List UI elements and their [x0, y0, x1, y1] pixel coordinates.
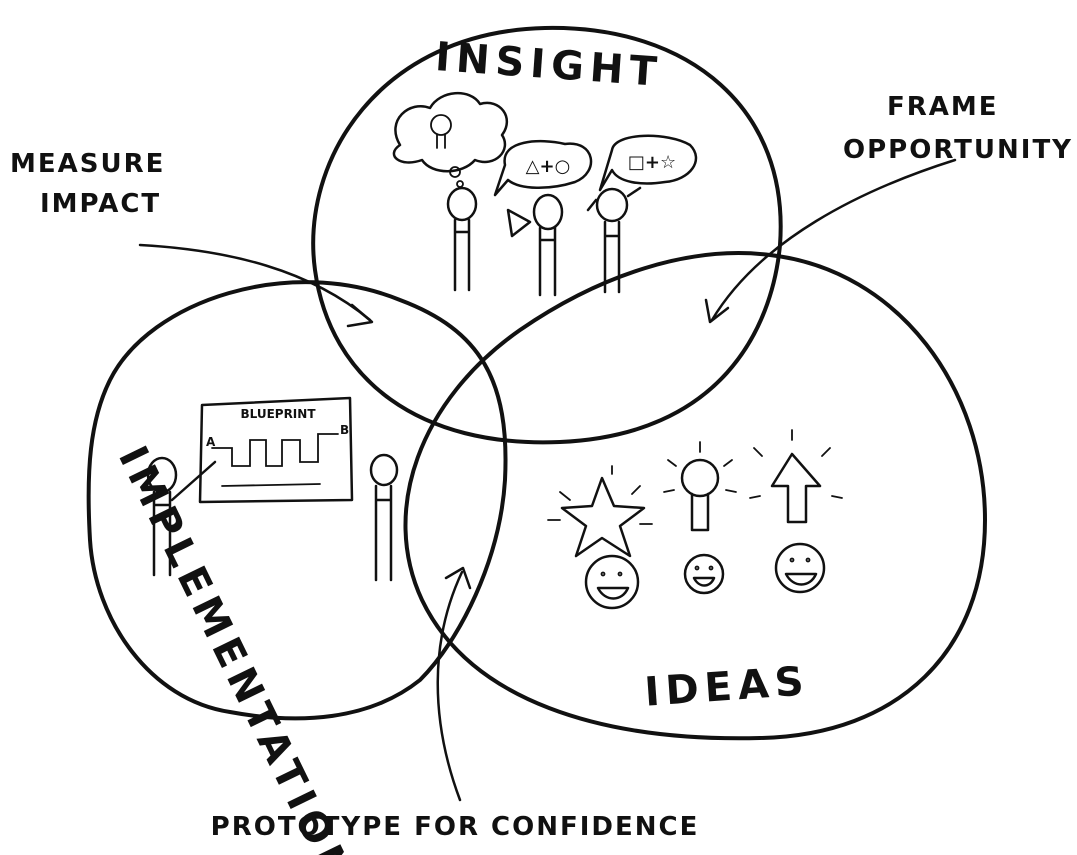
- frame-opportunity-annotation: FRAME OPPORTUNITY: [843, 92, 1073, 165]
- svg-text:□+☆: □+☆: [628, 152, 676, 173]
- person-thinking-icon: [446, 186, 478, 292]
- smiley-face-left-icon: [584, 554, 640, 610]
- svg-text:A: A: [206, 435, 216, 449]
- svg-text:MEASURE: MEASURE: [10, 149, 165, 179]
- svg-text:B: B: [340, 423, 349, 437]
- star-idea-icon: [547, 465, 653, 558]
- person-speaking-icon: [506, 193, 564, 297]
- implementation-circle: [86, 280, 508, 721]
- measure-impact-annotation: MEASURE IMPACT: [10, 149, 165, 219]
- svg-text:BLUEPRINT: BLUEPRINT: [240, 407, 316, 421]
- svg-text:IMPACT: IMPACT: [40, 189, 161, 219]
- smiley-face-right-icon: [774, 542, 826, 594]
- insight-label: INSIGHT: [434, 34, 664, 96]
- presenter-person-icon: [146, 456, 217, 577]
- person-listening-icon: [586, 186, 642, 294]
- svg-text:△+○: △+○: [526, 156, 571, 177]
- smiley-face-middle-icon: [683, 553, 725, 595]
- lightbulb-idea-icon: [663, 441, 737, 532]
- blueprint-board: BLUEPRINT A B: [198, 396, 354, 504]
- speech-bubble-star-icon: □+☆: [598, 134, 698, 192]
- thought-cloud-lightbulb-icon: [392, 91, 509, 188]
- observer-person-icon: [369, 453, 399, 582]
- arrow-up-idea-icon: [749, 429, 843, 524]
- prototype-arrow: [436, 566, 472, 802]
- ideas-circle: [403, 251, 987, 741]
- frame-opportunity-arrow: [704, 158, 957, 324]
- prototype-annotation: PROTOTYPE FOR CONFIDENCE: [211, 812, 700, 842]
- insight-circle: [311, 25, 783, 445]
- speech-bubble-shapes-icon: △+○: [493, 139, 593, 197]
- svg-text:OPPORTUNITY: OPPORTUNITY: [843, 135, 1073, 165]
- svg-text:FRAME: FRAME: [887, 92, 999, 122]
- ideas-label: IDEAS: [643, 658, 811, 715]
- measure-impact-arrow: [138, 243, 374, 328]
